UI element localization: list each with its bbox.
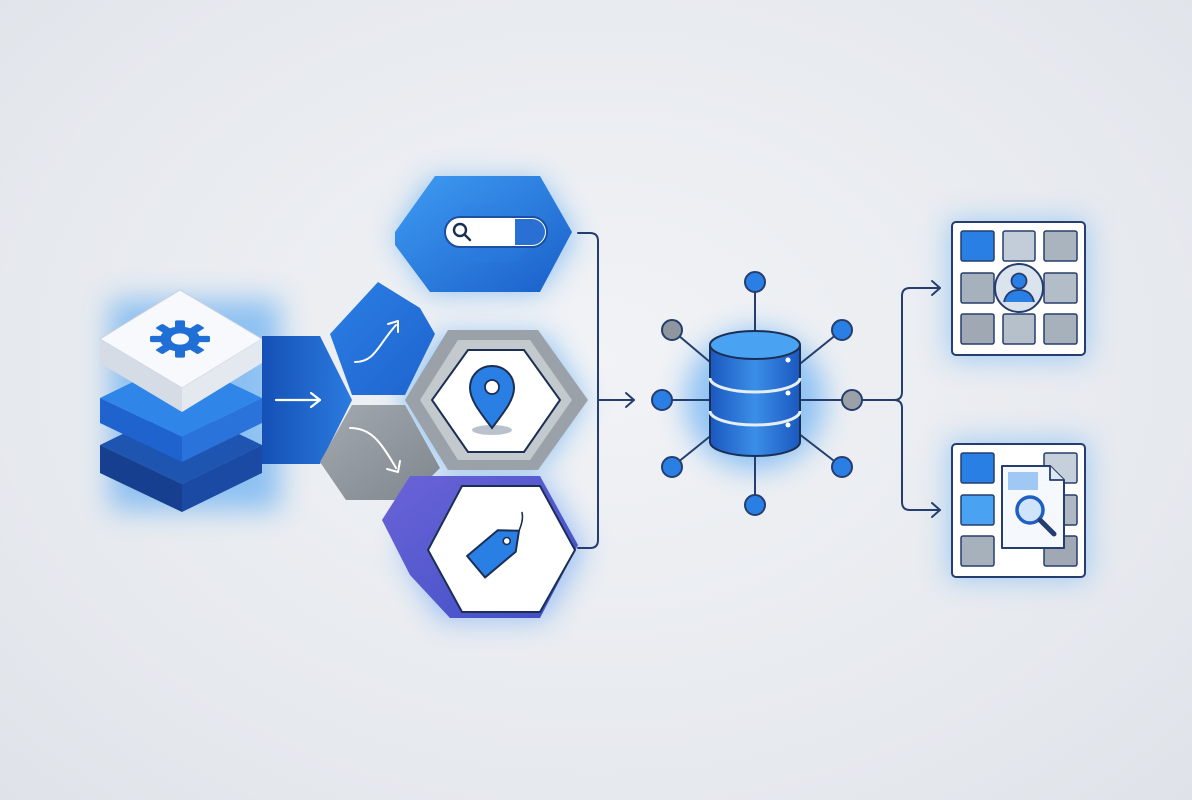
arrow-down-right-icon <box>349 427 401 473</box>
map-pin-icon <box>468 364 516 435</box>
output-document-grid <box>951 443 1086 578</box>
split-connector <box>861 280 941 518</box>
document-search-icon <box>1001 465 1065 549</box>
source-connector <box>262 336 352 464</box>
filter-location-hex <box>405 330 588 470</box>
arrow-up-right-icon <box>354 320 399 363</box>
database-hub <box>651 271 863 516</box>
branch-up-tile <box>330 282 435 395</box>
database-icon <box>708 330 802 457</box>
output-user-grid <box>951 221 1086 356</box>
gear-icon <box>150 320 210 358</box>
search-bar <box>444 216 548 248</box>
filter-search-hex <box>395 176 572 292</box>
user-icon <box>994 263 1044 313</box>
arrow-right-icon <box>274 391 322 409</box>
merge-bracket <box>577 232 635 549</box>
filter-tag-hex <box>382 476 578 618</box>
tag-icon <box>466 511 524 579</box>
source-stack <box>99 289 263 512</box>
search-icon <box>452 222 472 242</box>
